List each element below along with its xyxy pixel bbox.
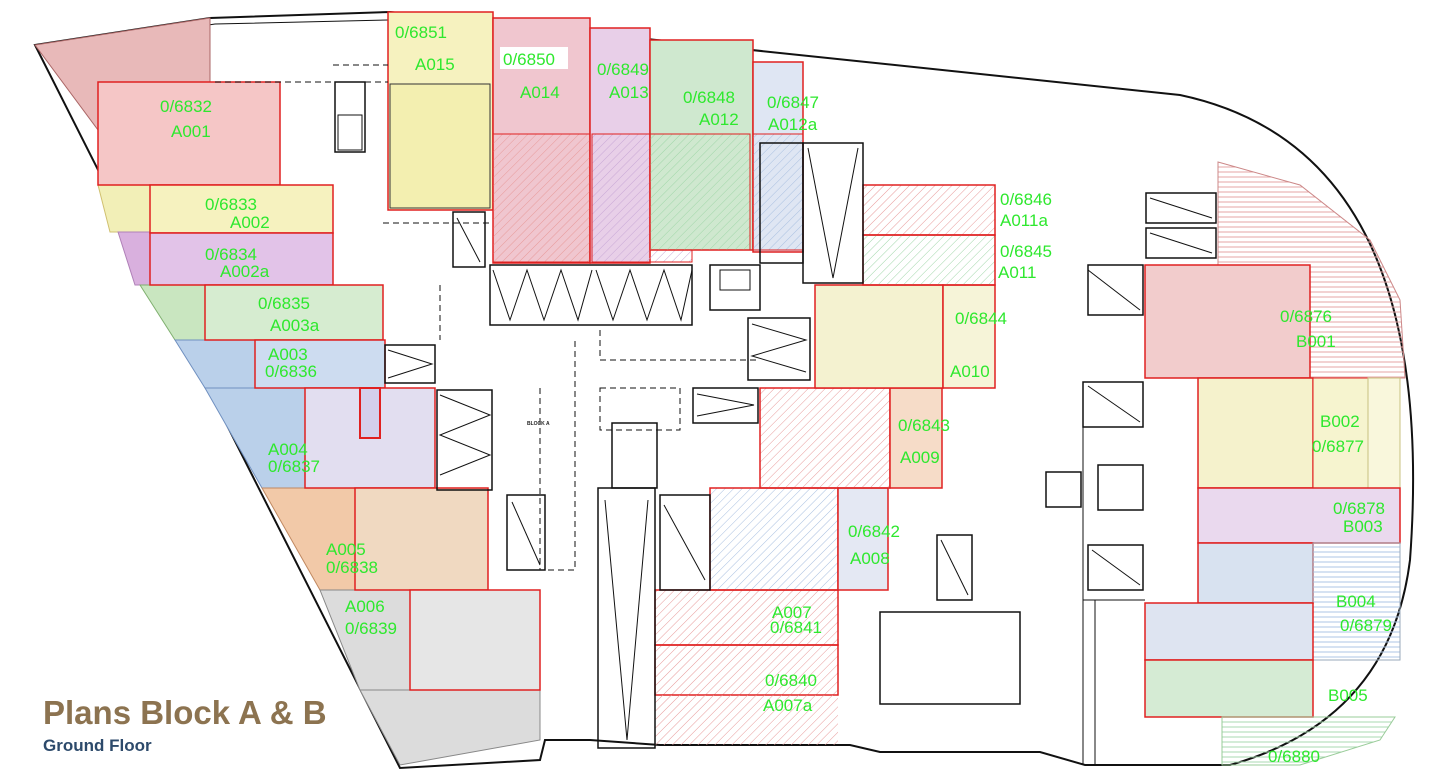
unit-id-b001: B001 [1296, 332, 1336, 351]
unit-id-a003a: A003a [270, 316, 320, 335]
unit-ref-b005: 0/6880 [1268, 747, 1320, 766]
unit-id-a009: A009 [900, 448, 940, 467]
unit-ref-b003: 0/6878 [1333, 499, 1385, 518]
unit-ref-a015: 0/6851 [395, 23, 447, 42]
core-structures [215, 64, 1217, 765]
unit-ref-b001: 0/6876 [1280, 307, 1332, 326]
unit-ref-a004: 0/6837 [268, 457, 320, 476]
unit-ref-a002a: 0/6834 [205, 245, 257, 264]
unit-id-a015: A015 [415, 55, 455, 74]
unit-id-a012: A012 [699, 110, 739, 129]
unit-ref-a003a: 0/6835 [258, 294, 310, 313]
unit-ref-a002: 0/6833 [205, 195, 257, 214]
unit-id-a010: A010 [950, 362, 990, 381]
unit-ref-a007a: 0/6840 [765, 671, 817, 690]
unit-ref-a001: 0/6832 [160, 97, 212, 116]
unit-ref-a012: 0/6848 [683, 88, 735, 107]
unit-id-a012a: A012a [768, 115, 818, 134]
unit-id-b005: B005 [1328, 686, 1368, 705]
unit-ref-b004: 0/6879 [1340, 616, 1392, 635]
unit-ref-a014: 0/6850 [503, 50, 555, 69]
unit-id-a008: A008 [850, 549, 890, 568]
parking-bays [387, 147, 1213, 741]
unit-id-a013: A013 [609, 83, 649, 102]
unit-ref-a011a: 0/6846 [1000, 190, 1052, 209]
unit-id-b004: B004 [1336, 592, 1376, 611]
unit-ref-a008: 0/6842 [848, 522, 900, 541]
unit-ref-a009: 0/6843 [898, 416, 950, 435]
unit-id-b003: B003 [1343, 517, 1383, 536]
unit-id-b002: B002 [1320, 412, 1360, 431]
unit-id-a005: A005 [326, 540, 366, 559]
unit-id-a001: A001 [171, 122, 211, 141]
unit-labels: 0/6851 A015 0/6850 A014 0/6849 A013 0/68… [160, 23, 1392, 766]
unit-id-a006: A006 [345, 597, 385, 616]
unit-id-a003: A003 [268, 345, 308, 364]
unit-id-a007a: A007a [763, 696, 813, 715]
plan-title: Plans Block A & B [43, 694, 327, 731]
unit-ref-a006: 0/6839 [345, 619, 397, 638]
unit-id-a002a: A002a [220, 262, 270, 281]
plan-subtitle: Ground Floor [43, 736, 152, 755]
unit-ref-a011: 0/6845 [1000, 242, 1052, 261]
unit-id-a002: A002 [230, 213, 270, 232]
unit-ref-a005: 0/6838 [326, 558, 378, 577]
unit-id-a014: A014 [520, 83, 560, 102]
unit-id-a011: A011 [998, 263, 1036, 282]
unit-ref-a007: 0/6841 [770, 618, 822, 637]
unit-ref-a003: 0/6836 [265, 362, 317, 381]
unit-ref-a012a: 0/6847 [767, 93, 819, 112]
block-a-label: BLOCK A [527, 421, 550, 427]
unit-ref-a013: 0/6849 [597, 60, 649, 79]
unit-id-a007: A007 [772, 603, 812, 622]
unit-id-a011a: A011a [1000, 211, 1048, 230]
unit-ref-a010: 0/6844 [955, 309, 1007, 328]
unit-ref-b002: 0/6877 [1312, 437, 1364, 456]
unit-areas [97, 11, 1406, 766]
unit-id-a004: A004 [268, 440, 308, 459]
